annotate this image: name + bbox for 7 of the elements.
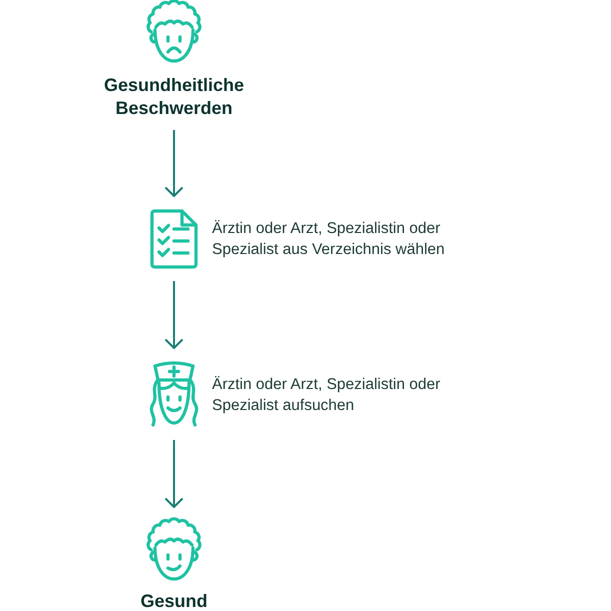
step-title: Gesund [139, 590, 208, 611]
arrow [165, 281, 183, 349]
arrow [165, 130, 183, 197]
step-description: Ärztin oder Arzt, Spezialistin oder Spezialist aus Verzeichnis wählen [212, 219, 446, 260]
arrow [165, 440, 183, 508]
step-description: Ärztin oder Arzt, Spezialistin oder Spezialist aufsuchen [212, 375, 442, 416]
step-title: Gesundheitliche Beschwerden [102, 74, 246, 120]
